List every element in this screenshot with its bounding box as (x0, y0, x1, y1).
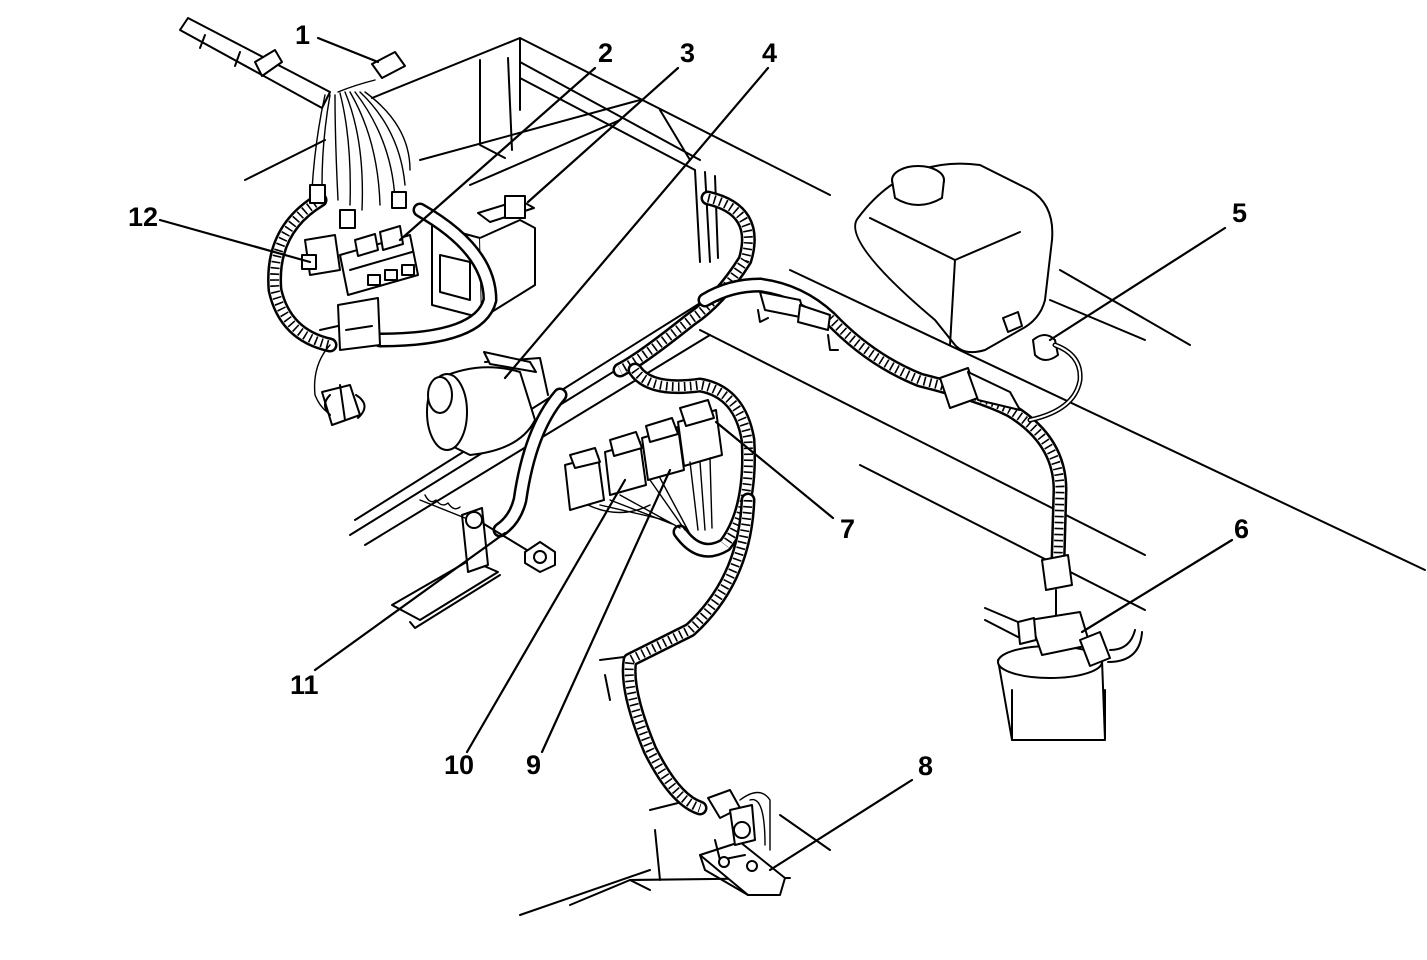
sensor-6 (1017, 554, 1143, 667)
hose-5 (757, 291, 1083, 423)
callout-6: 6 (1234, 514, 1249, 544)
callout-11: 11 (290, 670, 319, 700)
coolant-reservoir (854, 162, 1054, 354)
callout-1: 1 (295, 20, 310, 50)
callout-12: 12 (128, 202, 158, 232)
callout-labels: 1 2 3 4 5 6 7 8 9 10 11 12 (128, 20, 1249, 781)
leader-5 (1048, 226, 1227, 342)
callout-4: 4 (762, 38, 777, 68)
leader-12 (158, 218, 312, 264)
lower-left-connectors (313, 297, 381, 426)
relay-connector-row (564, 399, 723, 535)
callout-7: 7 (840, 514, 855, 544)
leader-lines (158, 36, 1234, 872)
leader-7 (714, 420, 835, 520)
leader-9 (540, 468, 672, 754)
body-panel-outlines (244, 37, 1426, 916)
rod-bracket (391, 494, 556, 629)
callout-8: 8 (918, 751, 933, 781)
callout-10: 10 (444, 750, 474, 780)
connector-block (301, 225, 419, 296)
leader-6 (1080, 538, 1234, 634)
main-harness (179, 17, 411, 229)
leader-4 (503, 66, 770, 380)
callout-2: 2 (598, 38, 613, 68)
leader-11 (313, 531, 507, 672)
callout-3: 3 (680, 38, 695, 68)
leader-3 (526, 66, 680, 204)
leader-10 (465, 478, 627, 754)
leader-8 (768, 778, 914, 872)
sensor-bracket-8 (699, 789, 786, 896)
callout-9: 9 (526, 750, 541, 780)
leader-1 (316, 36, 380, 64)
callout-5: 5 (1232, 198, 1247, 228)
leader-2 (398, 66, 597, 242)
